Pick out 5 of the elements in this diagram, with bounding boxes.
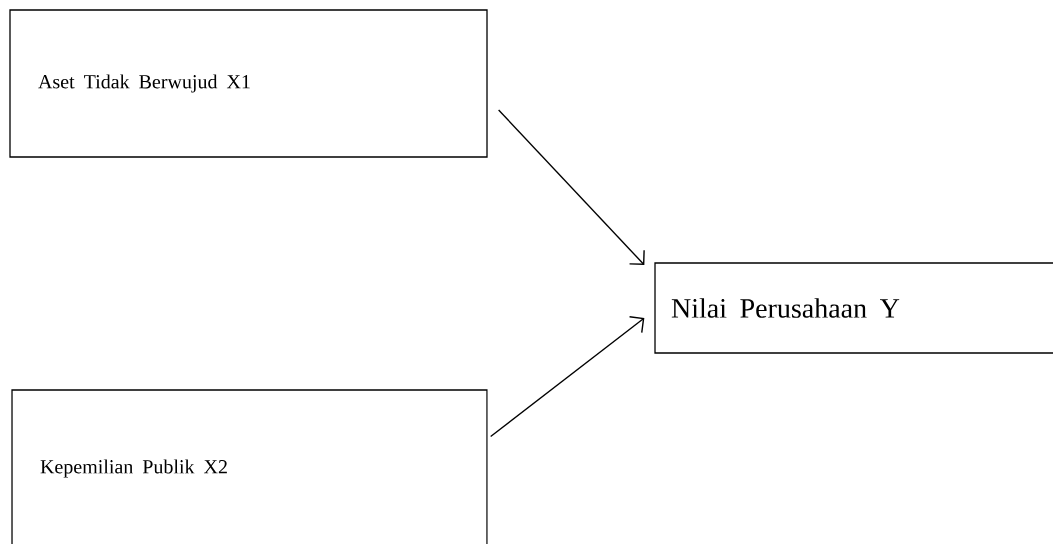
arrow: [497, 109, 645, 265]
variable-box: Aset Tidak Berwujud X1: [9, 9, 488, 158]
variable-box: Kepemilian Publik X2: [11, 389, 488, 544]
arrow: [489, 316, 645, 438]
variable-box: Nilai Perusahaan Y: [654, 262, 1053, 354]
